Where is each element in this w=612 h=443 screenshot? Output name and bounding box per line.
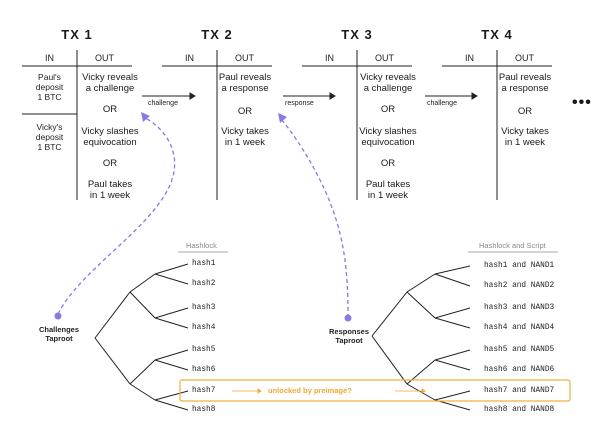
- tx4-output-1: Paul reveals a response: [498, 72, 552, 94]
- arrow-tx1-tx2-head: [189, 92, 196, 100]
- right-leaf-5: hash5 and NAND5: [484, 346, 555, 354]
- challenge-dashed-curve: [57, 117, 176, 315]
- left-leaf-8: hash8: [192, 406, 216, 414]
- challenges-taproot-label: Challenges Taproot: [38, 325, 79, 343]
- left-leaf-2: hash2: [192, 280, 216, 288]
- tx3-in-header: IN: [325, 53, 334, 63]
- challenge-curve-arrowhead: [141, 112, 150, 122]
- tx1-output-3: Paul takes in 1 week: [87, 179, 133, 201]
- tx1-output-2: Vicky slashes equivocation: [81, 126, 139, 148]
- unlocked-by-preimage-label: unlocked by preimage?: [268, 386, 352, 395]
- left-tree-edges: [94, 263, 189, 411]
- left-tree-title: Hashlock: [186, 241, 217, 250]
- tx4-output-2: Vicky takes in 1 week: [501, 126, 549, 148]
- tx3-or-2: OR: [380, 158, 396, 169]
- tx3-or-1: OR: [380, 104, 396, 115]
- response-dashed-curve: [281, 119, 349, 319]
- tx2-in-header: IN: [185, 53, 194, 63]
- tx4-in-header: IN: [465, 53, 474, 63]
- right-leaf-1: hash1 and NAND1: [484, 262, 555, 270]
- tx1-or-2: OR: [102, 158, 118, 169]
- right-leaf-4: hash4 and NAND4: [484, 324, 555, 332]
- right-leaf-2: hash2 and NAND2: [484, 282, 555, 290]
- tx4-or-1: OR: [517, 106, 533, 117]
- more-transactions-ellipsis: •••: [572, 94, 592, 111]
- tx1-input-vicky: Vicky's deposit 1 BTC: [35, 122, 64, 152]
- left-leaf-7: hash7: [192, 387, 216, 395]
- right-leaf-3: hash3 and NAND3: [484, 304, 555, 312]
- right-tree-edges: [371, 265, 471, 411]
- tx2-or-1: OR: [237, 106, 253, 117]
- left-leaf-3: hash3: [192, 304, 216, 312]
- tx3-out-header: OUT: [375, 53, 394, 63]
- hash7-highlight-box: [179, 379, 571, 402]
- tx1-in-header: IN: [45, 53, 54, 63]
- tx3-output-3: Paul takes in 1 week: [365, 179, 411, 201]
- tx4-title: TX 4: [481, 27, 513, 42]
- tx2-output-1: Paul reveals a response: [218, 72, 272, 94]
- left-leaf-1: hash1: [192, 260, 216, 268]
- tx2-out-header: OUT: [235, 53, 254, 63]
- tx3-output-2: Vicky slashes equivocation: [359, 126, 417, 148]
- arrow-tx3-tx4-head: [471, 92, 478, 100]
- responses-root-dot: [344, 314, 352, 322]
- tx3-output-1: Vicky reveals a challenge: [360, 72, 416, 94]
- tx1-input-paul: Paul's deposit 1 BTC: [35, 72, 64, 102]
- arrow-label-challenge-2: challenge: [427, 100, 457, 107]
- left-leaf-5: hash5: [192, 346, 216, 354]
- tx4-out-header: OUT: [515, 53, 534, 63]
- tx2-title: TX 2: [201, 27, 233, 42]
- arrow-tx2-tx3-head: [329, 92, 336, 100]
- tx1-output-1: Vicky reveals a challenge: [82, 72, 138, 94]
- response-curve-arrowhead: [278, 113, 287, 123]
- challenges-root-dot: [54, 312, 62, 320]
- responses-taproot-label: Responses Taproot: [328, 327, 370, 345]
- left-leaf-6: hash6: [192, 366, 216, 374]
- right-tree-title: Hashlock and Script: [479, 241, 546, 250]
- tx1-title: TX 1: [61, 27, 93, 42]
- tx3-title: TX 3: [341, 27, 373, 42]
- arrow-label-challenge-1: challenge: [148, 100, 178, 107]
- tx1-or-1: OR: [102, 104, 118, 115]
- arrow-label-response: response: [285, 100, 314, 107]
- tx1-out-header: OUT: [95, 53, 114, 63]
- tx2-output-2: Vicky takes in 1 week: [221, 126, 269, 148]
- right-leaf-8: hash8 and NAND8: [484, 406, 555, 414]
- right-leaf-7: hash7 and NAND7: [484, 387, 555, 395]
- left-leaf-4: hash4: [192, 324, 216, 332]
- right-leaf-6: hash6 and NAND6: [484, 366, 555, 374]
